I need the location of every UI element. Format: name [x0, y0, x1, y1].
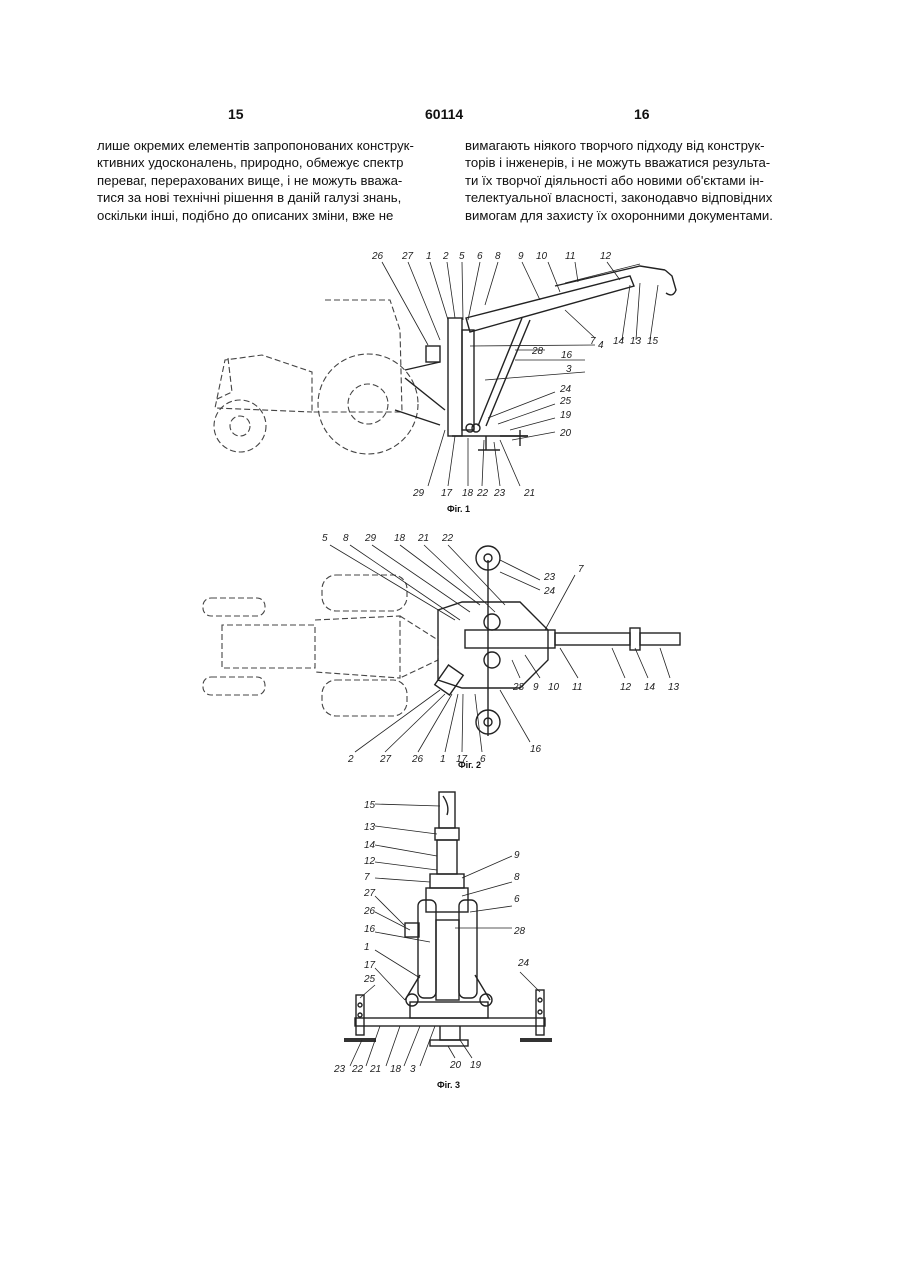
fig3-label: 17 [364, 960, 376, 971]
fig1-label: 20 [559, 428, 572, 439]
fig2-label: 18 [394, 533, 406, 544]
fig2-label: 26 [411, 754, 424, 765]
fig3-label: 3 [410, 1064, 416, 1075]
fig1-label: 12 [600, 251, 612, 262]
fig3-label: 28 [513, 926, 526, 937]
fig1-label: 7 [590, 336, 596, 347]
fig1-label: 26 [371, 251, 384, 262]
fig1-label: 19 [560, 410, 572, 421]
fig2-label: 9 [533, 682, 539, 693]
fig1-label: 25 [559, 396, 572, 407]
fig1-label: 2 [442, 251, 449, 262]
fig3-label: 14 [364, 840, 376, 851]
fig3-label: 12 [364, 856, 376, 867]
fig3-label: 27 [363, 888, 376, 899]
fig1-label: 29 [412, 488, 425, 499]
fig3-label: 23 [333, 1064, 346, 1075]
fig3-label: 20 [449, 1060, 462, 1071]
fig1-label: 15 [647, 336, 659, 347]
fig1-label: 14 [613, 336, 625, 347]
fig3-label: 21 [369, 1064, 381, 1075]
fig1-label: 22 [476, 488, 489, 499]
fig3-label: 8 [514, 872, 520, 883]
fig1-label: 4 [598, 340, 604, 351]
fig2-label: 8 [343, 533, 349, 544]
fig3-label: 9 [514, 850, 520, 861]
fig2-label: 28 [512, 682, 525, 693]
figure-1-caption: Фіг. 1 [447, 504, 470, 514]
fig1-label: 10 [536, 251, 548, 262]
fig1-label: 17 [441, 488, 453, 499]
figure-2-caption: Фіг. 2 [458, 760, 481, 770]
fig3-label: 1 [364, 942, 370, 953]
fig3-label: 19 [470, 1060, 482, 1071]
fig1-label: 18 [462, 488, 474, 499]
fig2-label: 23 [543, 572, 556, 583]
fig2-label: 22 [441, 533, 454, 544]
fig3-label: 6 [514, 894, 520, 905]
fig2-label: 21 [417, 533, 429, 544]
fig2-label: 24 [543, 586, 556, 597]
figure-3-caption: Фіг. 3 [437, 1080, 460, 1090]
fig3-label: 25 [363, 974, 376, 985]
fig2-label: 27 [379, 754, 392, 765]
fig1-label: 16 [561, 350, 573, 361]
fig1-label: 8 [495, 251, 501, 262]
fig1-label: 27 [401, 251, 414, 262]
fig3-label: 16 [364, 924, 376, 935]
fig3-label: 15 [364, 800, 376, 811]
fig3-label: 13 [364, 822, 376, 833]
fig3-label: 7 [364, 872, 370, 883]
fig3-label: 22 [351, 1064, 364, 1075]
fig2-label: 13 [668, 682, 680, 693]
fig2-label: 29 [364, 533, 377, 544]
fig3-label: 26 [363, 906, 376, 917]
fig2-label: 16 [530, 744, 542, 755]
fig1-label: 28 [531, 346, 544, 357]
fig1-label: 5 [459, 251, 465, 262]
fig2-label: 7 [578, 564, 584, 575]
figure-1-drawing: 26 27 1 2 5 6 8 9 10 11 12 7 4 14 13 15 … [214, 251, 676, 499]
fig2-label: 12 [620, 682, 632, 693]
fig2-label: 1 [440, 754, 446, 765]
fig1-label: 9 [518, 251, 524, 262]
fig2-label: 2 [347, 754, 354, 765]
fig1-label: 1 [426, 251, 432, 262]
fig3-label: 24 [517, 958, 530, 969]
fig1-label: 3 [566, 364, 572, 375]
fig1-label: 23 [493, 488, 506, 499]
fig1-label: 13 [630, 336, 642, 347]
fig2-label: 14 [644, 682, 656, 693]
fig2-label: 11 [572, 682, 582, 693]
fig3-label: 18 [390, 1064, 402, 1075]
figure-2-drawing: 5 8 29 18 21 22 23 24 7 28 9 10 11 12 14… [203, 533, 680, 765]
fig1-label: 24 [559, 384, 572, 395]
figure-3-drawing: 15 13 14 12 9 7 8 6 27 26 28 16 1 17 24 … [333, 792, 552, 1075]
fig1-label: 21 [523, 488, 535, 499]
fig1-label: 11 [565, 251, 575, 262]
fig2-label: 10 [548, 682, 560, 693]
fig1-label: 6 [477, 251, 483, 262]
fig2-label: 5 [322, 533, 328, 544]
